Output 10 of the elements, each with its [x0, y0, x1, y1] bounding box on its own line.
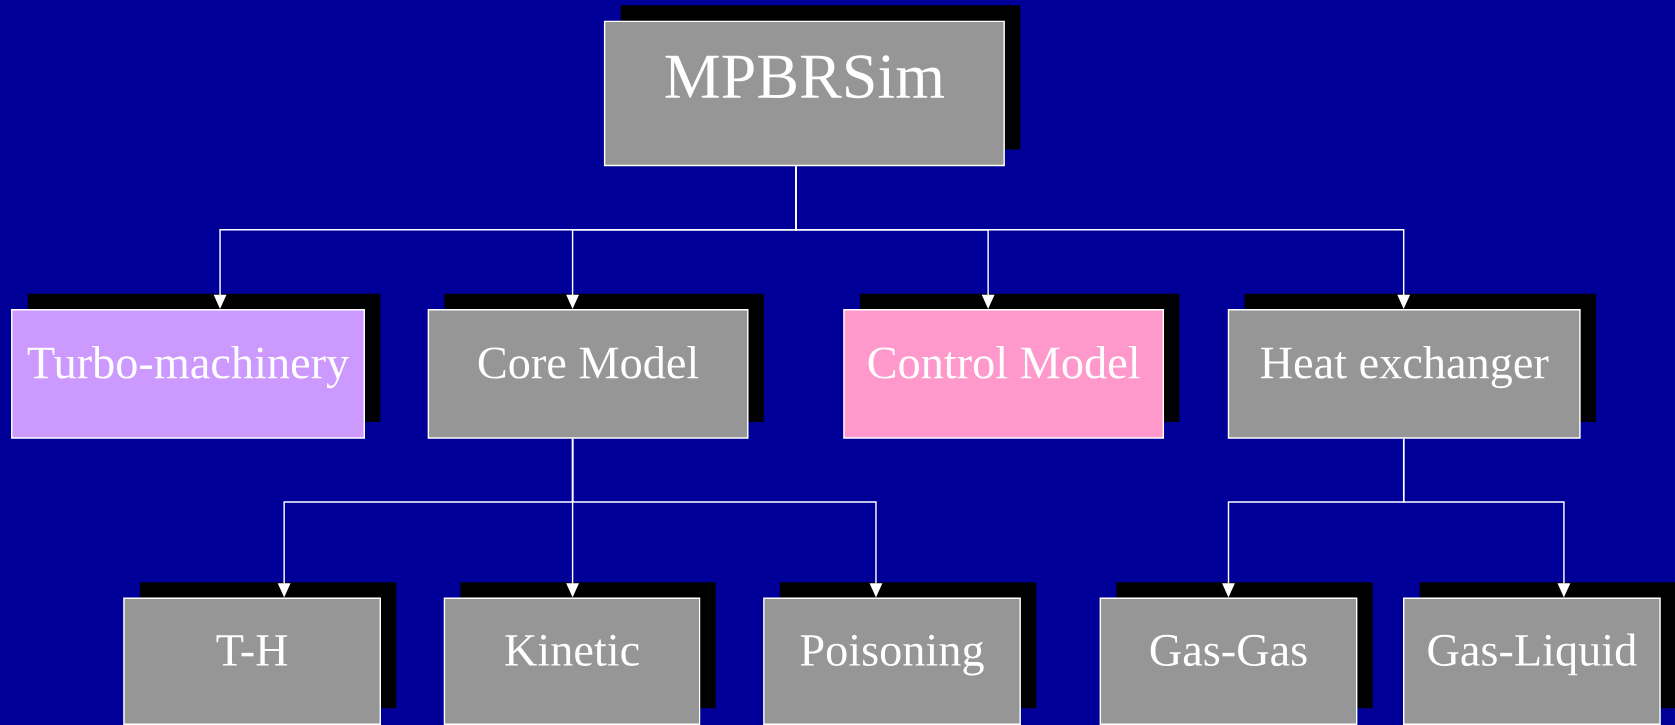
box: Kinetic	[443, 582, 716, 725]
box: Heat exchanger	[1227, 293, 1596, 439]
box: T-H	[123, 582, 397, 725]
box: Gas-Gas	[1099, 582, 1373, 725]
box: Gas-Liquid	[1403, 582, 1675, 725]
box: MPBRSim	[603, 5, 1021, 167]
box: Turbo-machinery	[11, 293, 381, 439]
box: Poisoning	[763, 582, 1037, 725]
box: Control Model	[843, 293, 1180, 439]
box: Core Model	[427, 293, 764, 439]
